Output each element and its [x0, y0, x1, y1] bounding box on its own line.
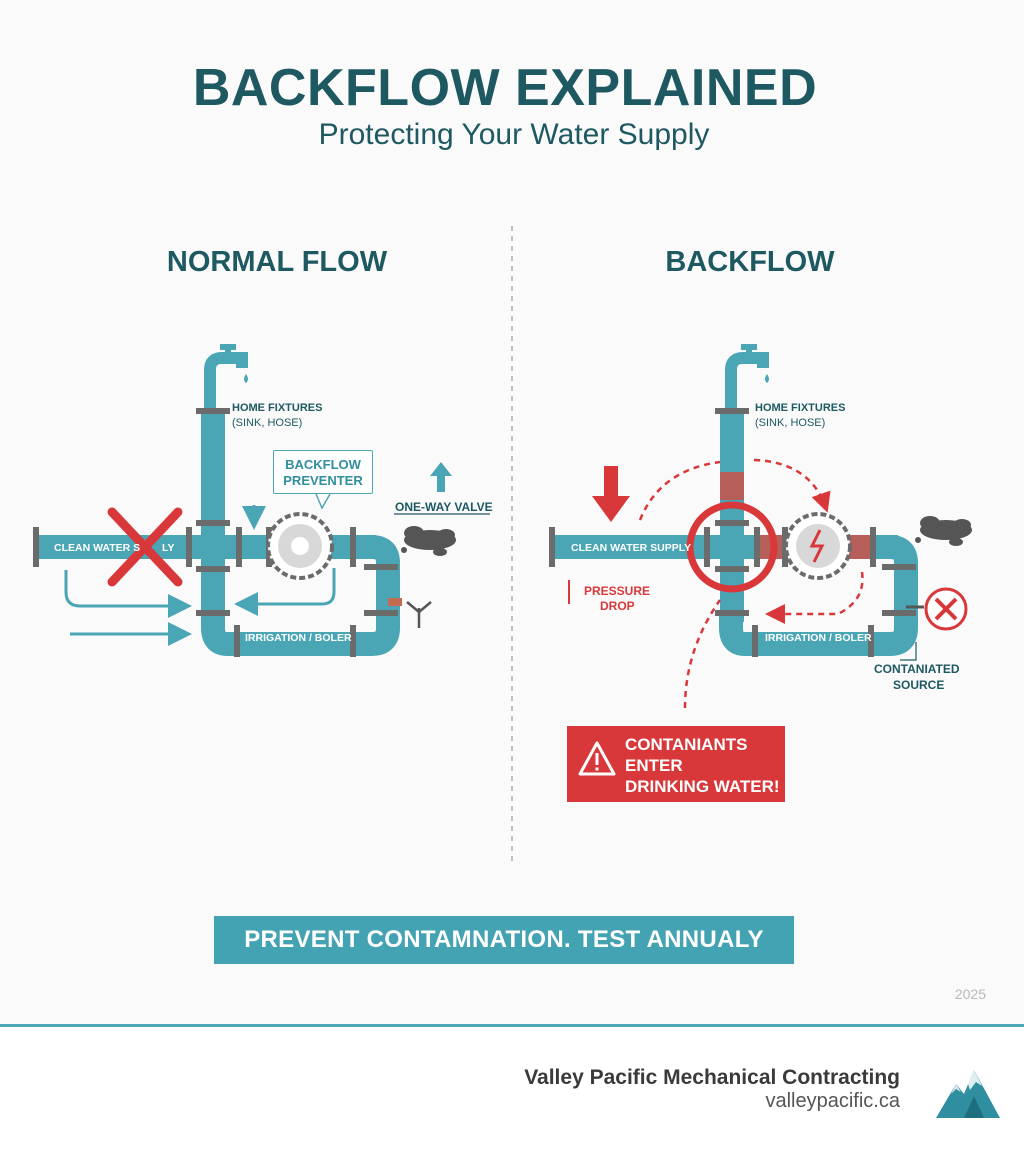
backflow-preventer-valve-icon	[266, 512, 334, 580]
contaminated-source-label-2: SOURCE	[893, 678, 945, 692]
irrigation-label-backflow: IRRIGATION / BOLER	[765, 632, 872, 644]
backflow-heading: BACKFLOW	[665, 246, 835, 278]
sprinkler-icon	[406, 601, 432, 628]
contaminant-blob-icon-backflow	[915, 516, 972, 546]
home-fixtures-sub-label-backflow: (SINK, HOSE)	[755, 417, 826, 429]
warning-line-2: ENTER	[625, 756, 683, 775]
backflow-diagram	[33, 226, 972, 862]
contaminant-blob-icon	[401, 526, 456, 556]
footer-divider	[0, 1024, 1024, 1027]
company-name: Valley Pacific Mechanical Contracting	[524, 1066, 900, 1089]
clean-water-label-tail: LY	[162, 542, 175, 554]
problem-highlight-circle	[686, 501, 778, 593]
normal-flow-heading: NORMAL FLOW	[166, 246, 388, 278]
blocked-x-icon	[107, 507, 183, 587]
home-fixtures-label: HOME FIXTURES	[232, 402, 323, 414]
faucet-icon	[204, 344, 248, 410]
warning-line-1: CONTANIANTS	[625, 735, 748, 754]
contaminated-source-label-1: CONTANIATED	[874, 662, 960, 676]
pressure-drop-tick	[568, 580, 570, 604]
contaminated-source-icon	[906, 587, 968, 631]
page-subtitle: Protecting Your Water Supply	[318, 118, 710, 151]
faucet-icon-backflow	[725, 344, 769, 410]
mountain-logo-icon	[936, 1070, 1000, 1118]
irrigation-label: IRRIGATION / BOLER	[245, 632, 352, 644]
one-way-valve-label: ONE-WAY VALVE	[395, 500, 493, 514]
backflow-preventer-label: BACKFLOW PREVENTER	[273, 450, 373, 494]
clean-water-supply-label: CLEAN WATER SUPPLY	[571, 542, 692, 554]
page-title: BACKFLOW EXPLAINED	[192, 59, 818, 117]
year-label: 2025	[954, 986, 986, 1002]
preventer-line-1: BACKFLOW	[285, 457, 361, 472]
failed-valve-icon	[784, 512, 852, 580]
home-fixtures-label-backflow: HOME FIXTURES	[755, 402, 846, 414]
footer	[0, 1027, 1024, 1154]
home-fixtures-sub-label: (SINK, HOSE)	[232, 417, 303, 429]
prevent-banner: PREVENT CONTAMNATION. TEST ANNUALY	[214, 916, 794, 964]
clean-water-label: CLEAN WATER S	[54, 542, 141, 554]
pressure-drop-label-2: DROP	[600, 599, 635, 613]
preventer-line-2: PREVENTER	[283, 473, 363, 488]
warning-triangle-icon	[578, 741, 616, 776]
one-way-arrow-icon	[430, 462, 452, 492]
backflow-diagram-right	[549, 344, 972, 709]
contaminant-warning-box: CONTANIANTS ENTER DRINKING WATER!	[567, 726, 785, 802]
pressure-drop-label-1: PRESSURE	[584, 584, 651, 598]
warning-line-3: DRINKING WATER!	[625, 777, 780, 796]
pressure-drop-arrow-icon	[592, 466, 630, 522]
normal-flow-diagram	[33, 344, 490, 657]
company-website[interactable]: valleypacific.ca	[765, 1090, 900, 1112]
